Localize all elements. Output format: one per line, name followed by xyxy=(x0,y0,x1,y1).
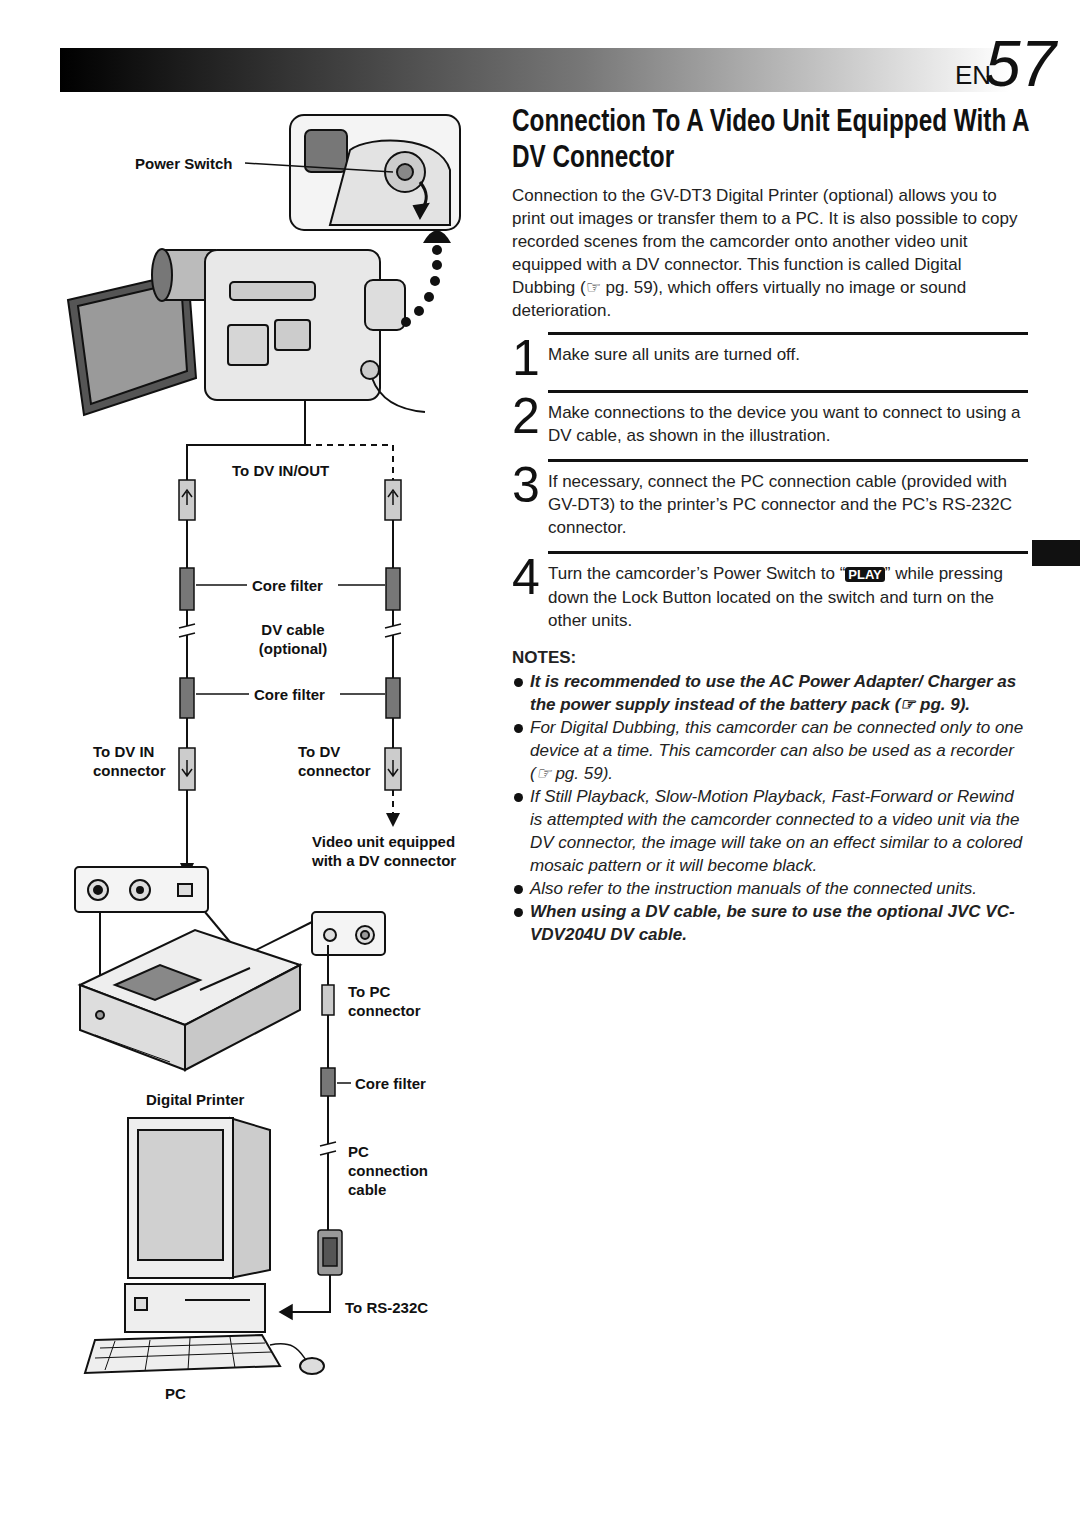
note-item: When using a DV cable, be sure to use th… xyxy=(512,900,1028,946)
part-label: Power Switch xyxy=(135,154,233,173)
camcorder xyxy=(68,249,425,415)
part-label: DV cable (optional) xyxy=(233,620,353,658)
step-row: 2Make connections to the device you want… xyxy=(512,390,1028,453)
note-item: It is recommended to use the AC Power Ad… xyxy=(512,670,1028,716)
dotted-arrow xyxy=(401,231,451,328)
connector-label: To DV IN connector xyxy=(93,742,175,780)
cable-parts xyxy=(179,480,401,790)
part-label: Core filter xyxy=(252,576,323,595)
step-number: 4 xyxy=(512,551,548,638)
connector-label: To PC connector xyxy=(348,982,438,1020)
section-tab xyxy=(1032,540,1080,566)
bullet-dot xyxy=(514,724,523,733)
intro-paragraph: Connection to the GV-DT3 Digital Printer… xyxy=(512,184,1028,322)
step-text: Make connections to the device you want … xyxy=(548,390,1028,453)
device-label: PC xyxy=(165,1384,186,1403)
step-text: Turn the camcorder’s Power Switch to “PL… xyxy=(548,551,1028,638)
step-row: 3If necessary, connect the PC connection… xyxy=(512,459,1028,545)
note-text: When using a DV cable, be sure to use th… xyxy=(530,902,1015,944)
step-number: 3 xyxy=(512,459,548,545)
play-icon: PLAY xyxy=(845,567,884,582)
dv-cable xyxy=(187,400,393,865)
part-label: Core filter xyxy=(254,685,325,704)
connector-label: To DV connector xyxy=(298,742,380,780)
bullet-dot xyxy=(514,793,523,802)
note-text: It is recommended to use the AC Power Ad… xyxy=(530,672,1016,714)
personal-computer xyxy=(85,1118,324,1374)
step-text-run: If necessary, connect the PC connection … xyxy=(548,472,1012,537)
arrow-head xyxy=(386,813,400,827)
bullet-dot xyxy=(514,678,523,687)
step-text-run: Make connections to the device you want … xyxy=(548,403,1021,445)
power-switch-inset xyxy=(290,115,460,230)
text-column: Connection to the GV-DT3 Digital Printer… xyxy=(512,184,1028,946)
bullet-dot xyxy=(514,885,523,894)
part-label: Core filter xyxy=(355,1074,426,1093)
connector-label: To DV IN/OUT xyxy=(232,461,329,480)
notes-heading: NOTES: xyxy=(512,648,1028,668)
note-item: For Digital Dubbing, this camcorder can … xyxy=(512,716,1028,785)
step-number: 1 xyxy=(512,332,548,384)
pc-cable-parts xyxy=(280,985,342,1319)
header-bar xyxy=(60,48,1010,92)
note-item: Also refer to the instruction manuals of… xyxy=(512,877,1028,900)
device-label: Video unit equipped with a DV connector xyxy=(312,832,488,870)
step-text: Make sure all units are turned off. xyxy=(548,332,1028,384)
step-text: If necessary, connect the PC connection … xyxy=(548,459,1028,545)
page-number: 57 xyxy=(985,32,1056,96)
step-number: 2 xyxy=(512,390,548,453)
printer-pc-panel xyxy=(240,912,385,958)
part-label: PC connection cable xyxy=(348,1142,443,1199)
note-text: Also refer to the instruction manuals of… xyxy=(530,879,977,898)
page-title: Connection To A Video Unit Equipped With… xyxy=(512,102,1036,174)
note-item: If Still Playback, Slow-Motion Playback,… xyxy=(512,785,1028,877)
step-row: 4Turn the camcorder’s Power Switch to “P… xyxy=(512,551,1028,638)
note-text: If Still Playback, Slow-Motion Playback,… xyxy=(530,787,1022,875)
bullet-dot xyxy=(514,908,523,917)
leader-line xyxy=(245,163,393,172)
note-text: For Digital Dubbing, this camcorder can … xyxy=(530,718,1023,783)
digital-printer xyxy=(80,930,300,1070)
device-label: Digital Printer xyxy=(146,1090,244,1109)
step-text-run: Turn the camcorder’s Power Switch to “ xyxy=(548,564,845,583)
connector-label: To RS-232C xyxy=(345,1298,428,1317)
step-text-run: Make sure all units are turned off. xyxy=(548,345,800,364)
step-row: 1Make sure all units are turned off. xyxy=(512,332,1028,384)
